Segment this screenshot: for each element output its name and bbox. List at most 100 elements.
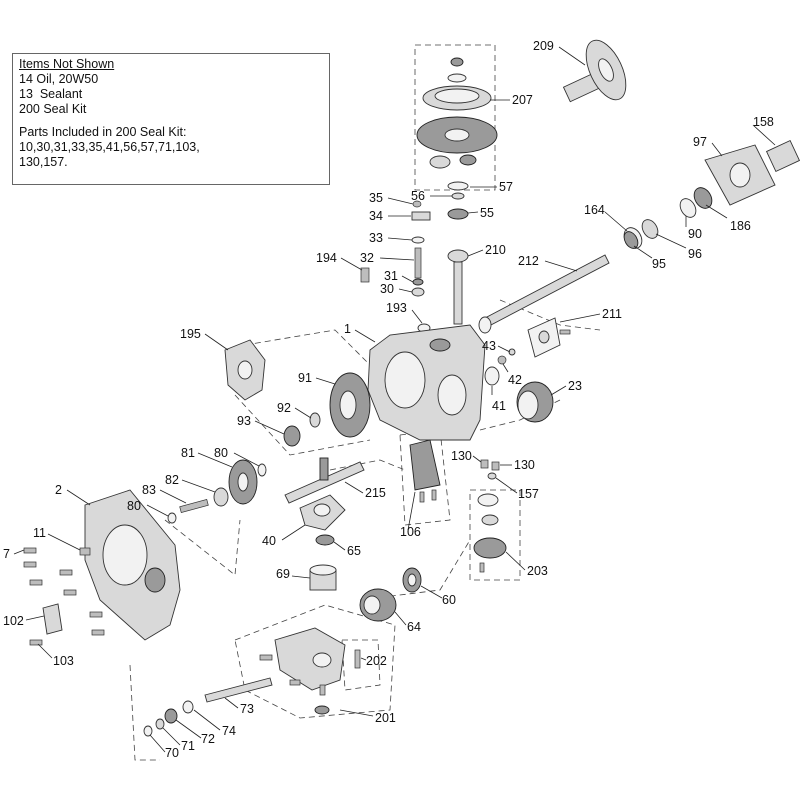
washer-80-lower xyxy=(167,512,177,524)
nut-72 xyxy=(164,708,178,724)
leader-line xyxy=(407,491,416,531)
bearing-93 xyxy=(283,425,301,447)
washer-186 xyxy=(693,187,713,209)
case-boss xyxy=(144,567,166,593)
items-not-shown-box: Items Not Shown 14 Oil, 20W50 13 Sealant… xyxy=(12,53,330,185)
brake-group-outline xyxy=(399,429,451,526)
seal-kit-heading: Parts Included in 200 Seal Kit: xyxy=(19,125,187,139)
callout-label: 103 xyxy=(53,654,74,668)
leader-line xyxy=(47,533,81,551)
leader-line xyxy=(467,249,484,257)
bolt-7 xyxy=(23,547,37,554)
parts-41-43 xyxy=(484,348,516,386)
leader-line xyxy=(655,233,687,249)
housing-axis-line xyxy=(329,459,406,471)
part-23 xyxy=(516,381,554,423)
gasket xyxy=(481,514,499,526)
part-65 xyxy=(315,534,335,546)
washer-33 xyxy=(411,236,425,244)
leader-line xyxy=(315,377,336,385)
parts-130-157 xyxy=(480,459,500,480)
seal-kit-list: 130,157. xyxy=(19,155,68,169)
ring-90 xyxy=(679,198,697,218)
washer-80-upper xyxy=(257,463,267,477)
leader-lines xyxy=(13,46,776,753)
center-section-outline xyxy=(234,604,396,719)
part-64-face xyxy=(363,595,381,615)
group-outlines xyxy=(129,44,601,761)
snap-ring-56 xyxy=(451,192,465,200)
bolt-7 xyxy=(23,561,37,568)
leader-line xyxy=(711,142,723,157)
leader-line xyxy=(340,257,363,271)
callout-label: 1 xyxy=(344,322,351,336)
housing-axis-line xyxy=(164,519,241,576)
block-bolt xyxy=(289,679,301,686)
callout-label: 209 xyxy=(533,39,554,53)
leader-line xyxy=(25,615,45,621)
callout-label: 102 xyxy=(3,614,24,628)
leader-line xyxy=(162,727,181,746)
leader-line xyxy=(604,211,628,232)
leader-line xyxy=(354,329,376,343)
linkage-30-35 xyxy=(411,200,431,297)
shaft-32 xyxy=(414,247,422,279)
callout-label: 55 xyxy=(480,206,494,220)
leader-line xyxy=(387,237,413,241)
leader-line xyxy=(181,479,216,493)
leader-line xyxy=(420,585,443,599)
part-30 xyxy=(411,287,425,297)
washer-70 xyxy=(143,725,153,737)
callout-label: 42 xyxy=(508,373,522,387)
bolt-7 xyxy=(63,589,77,596)
part-40-face xyxy=(313,503,331,517)
callout-label: 194 xyxy=(316,251,337,265)
notes-item: 200 Seal Kit xyxy=(19,102,87,116)
callout-label: 69 xyxy=(276,567,290,581)
plate-bolt xyxy=(559,329,571,335)
leader-line xyxy=(467,211,479,214)
leader-line xyxy=(550,385,567,396)
bolt-7 xyxy=(59,569,73,576)
leader-line xyxy=(233,452,260,467)
o-ring xyxy=(477,493,499,507)
washer-71 xyxy=(155,718,165,730)
bolt-7 xyxy=(91,629,105,636)
brake-bolt xyxy=(419,491,425,503)
arm-34 xyxy=(411,211,431,221)
housing-axis-line xyxy=(359,539,471,601)
pulley-groove xyxy=(434,88,480,104)
leader-line xyxy=(294,407,312,419)
callout-label: 40 xyxy=(262,534,276,548)
leader-line xyxy=(291,575,311,579)
callout-label: 83 xyxy=(142,483,156,497)
fan-hub xyxy=(444,128,470,142)
flange-hub xyxy=(598,58,614,82)
bolt-7 xyxy=(29,579,43,586)
leader-line xyxy=(175,719,202,739)
leader-line xyxy=(66,489,91,506)
callout-label: 80 xyxy=(214,446,228,460)
cover-group-outline xyxy=(469,489,521,581)
leader-line xyxy=(752,124,776,146)
callout-label: 60 xyxy=(442,593,456,607)
plug-11 xyxy=(79,547,91,556)
callout-label: 43 xyxy=(482,339,496,353)
gear-81-hub xyxy=(237,472,249,492)
callout-label: 157 xyxy=(518,487,539,501)
leader-line xyxy=(544,260,578,272)
callout-label: 207 xyxy=(512,93,533,107)
callout-label: 11 xyxy=(33,526,46,540)
callout-label: 80 xyxy=(127,499,141,513)
seal-41 xyxy=(484,366,500,386)
part-209-flange-shaft xyxy=(562,39,627,103)
callout-label: 64 xyxy=(407,620,421,634)
leader-line xyxy=(558,46,586,66)
block-bolt xyxy=(319,684,326,696)
seal-96 xyxy=(641,219,659,239)
seal-157 xyxy=(487,472,497,480)
leader-line xyxy=(224,697,239,709)
hub-part xyxy=(459,154,477,166)
leader-line xyxy=(193,709,221,731)
